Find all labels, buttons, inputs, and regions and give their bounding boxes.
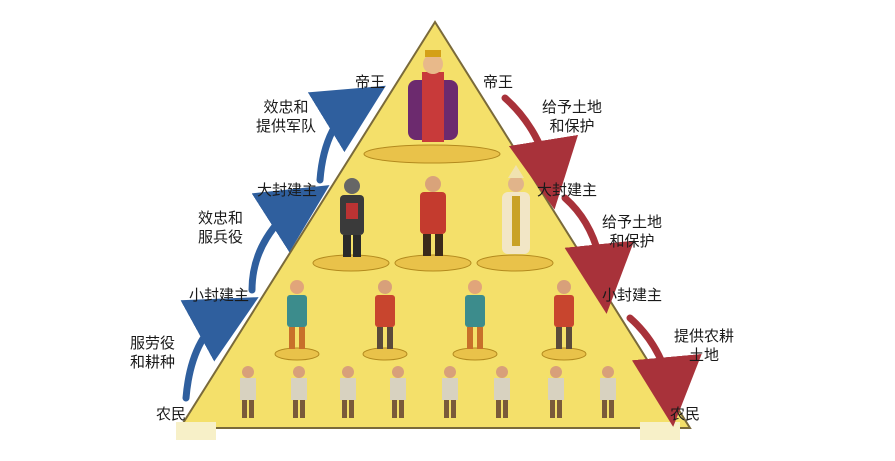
right-text-bottom-line1: 提供农耕 [674,327,735,345]
corner-highlight-left [176,422,216,440]
left-text-bottom-line2: 和耕种 [130,353,176,371]
right-text-top-line2: 和保护 [549,117,595,135]
left-arrows [180,85,386,402]
left-text-top-line2: 提供军队 [256,117,317,135]
left-label-small-lord: 小封建主 [189,286,250,304]
figure-great-lord-2 [420,176,446,256]
figure-emperor [408,50,458,142]
right-text-top-line1: 给予土地 [542,98,603,116]
figure-great-lord-1 [340,178,364,257]
right-text-mid-line1: 给予土地 [602,213,663,231]
platform-emperor [363,144,501,164]
right-text-mid: 给予土地 和保护 [602,213,662,251]
left-text-bottom: 服劳役 和耕种 [130,334,175,372]
right-label-small-lord: 小封建主 [602,286,663,304]
platform-small-lord-2 [362,347,408,361]
arrow-great-lord-to-emperor [307,85,386,184]
figure-peasant-3 [340,366,356,418]
platforms [274,144,587,361]
left-text-mid-line2: 服兵役 [198,228,244,246]
right-text-top: 给予土地 和保护 [542,98,602,136]
right-text-bottom: 提供农耕 土地 [674,327,734,365]
arrow-small-lord-to-peasant [626,314,702,427]
right-text-mid-line2: 和保护 [609,232,655,250]
platform-great-lord-1 [312,254,390,272]
platform-great-lord-3 [476,254,554,272]
figure-peasant-8 [600,366,616,418]
platform-small-lord-4 [541,347,587,361]
left-label-great-lord: 大封建主 [257,181,318,199]
figure-peasant-4 [390,366,406,418]
platform-small-lord-1 [274,347,320,361]
figure-small-lord-1 [287,280,307,349]
arrow-great-lord-to-small-lord [561,194,635,314]
figure-peasant-6 [494,366,510,418]
right-arrows [501,94,702,427]
arrow-emperor-to-great-lord [501,94,579,210]
figure-peasant-1 [240,366,256,418]
arrow-peasant-to-small-lord [180,297,259,402]
figure-peasant-7 [548,366,564,418]
peasants [240,366,616,418]
left-text-mid: 效忠和 服兵役 [198,209,243,247]
left-label-emperor: 帝王 [355,73,386,91]
right-label-great-lord: 大封建主 [537,181,598,199]
left-text-bottom-line1: 服劳役 [130,334,176,352]
corner-highlight-right [640,422,680,440]
left-text-top: 效忠和 提供军队 [256,98,316,136]
left-label-peasant: 农民 [156,405,187,423]
right-text-bottom-line2: 土地 [689,346,720,364]
platform-great-lord-2 [394,254,472,272]
figure-small-lord-2 [375,280,395,349]
figure-small-lord-3 [465,280,485,349]
figure-peasant-2 [291,366,307,418]
right-label-peasant: 农民 [670,405,701,423]
left-text-top-line1: 效忠和 [263,98,309,116]
arrow-small-lord-to-great-lord [248,185,330,294]
platform-small-lord-3 [452,347,498,361]
left-text-mid-line1: 效忠和 [198,209,244,227]
right-label-emperor: 帝王 [483,73,514,91]
figure-peasant-5 [442,366,458,418]
